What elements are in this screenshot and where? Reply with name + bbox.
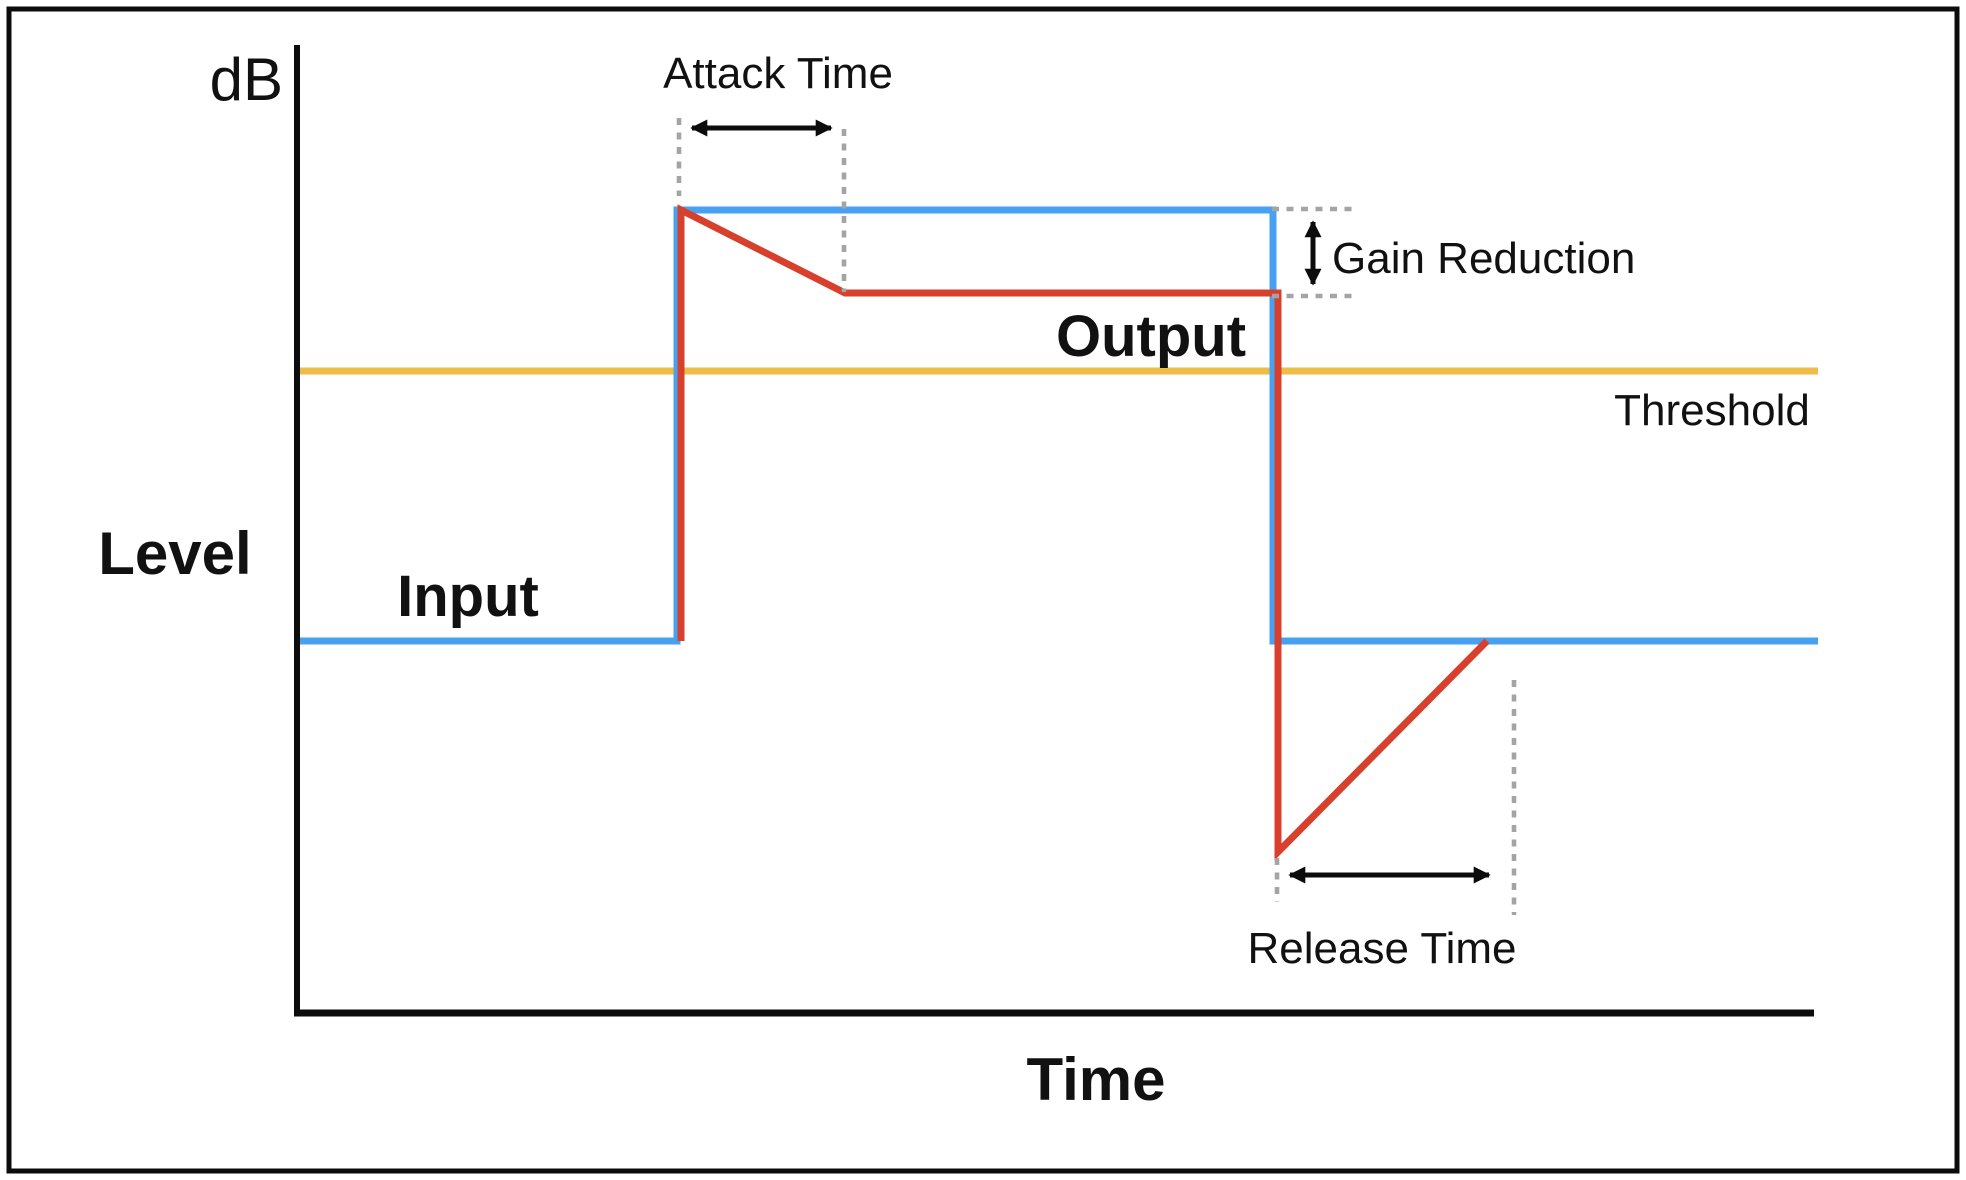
x-axis-title: Time xyxy=(1027,1046,1166,1113)
release-time-annotation: Release Time xyxy=(1247,680,1517,973)
input-signal-line xyxy=(300,206,1818,645)
gain-reduction-label: Gain Reduction xyxy=(1332,234,1635,283)
release-time-label: Release Time xyxy=(1247,924,1516,973)
y-axis-title: Level xyxy=(98,520,251,587)
outer-border xyxy=(6,6,1960,1174)
input-label: Input xyxy=(397,564,539,629)
gain-reduction-annotation: Gain Reduction xyxy=(1272,206,1635,299)
output-signal-line xyxy=(677,204,1490,861)
output-label: Output xyxy=(1056,304,1246,369)
y-axis-unit-label: dB xyxy=(210,46,283,113)
threshold-label: Threshold xyxy=(1614,386,1810,435)
attack-time-annotation: Attack Time xyxy=(663,49,893,292)
attack-time-label: Attack Time xyxy=(663,49,893,98)
